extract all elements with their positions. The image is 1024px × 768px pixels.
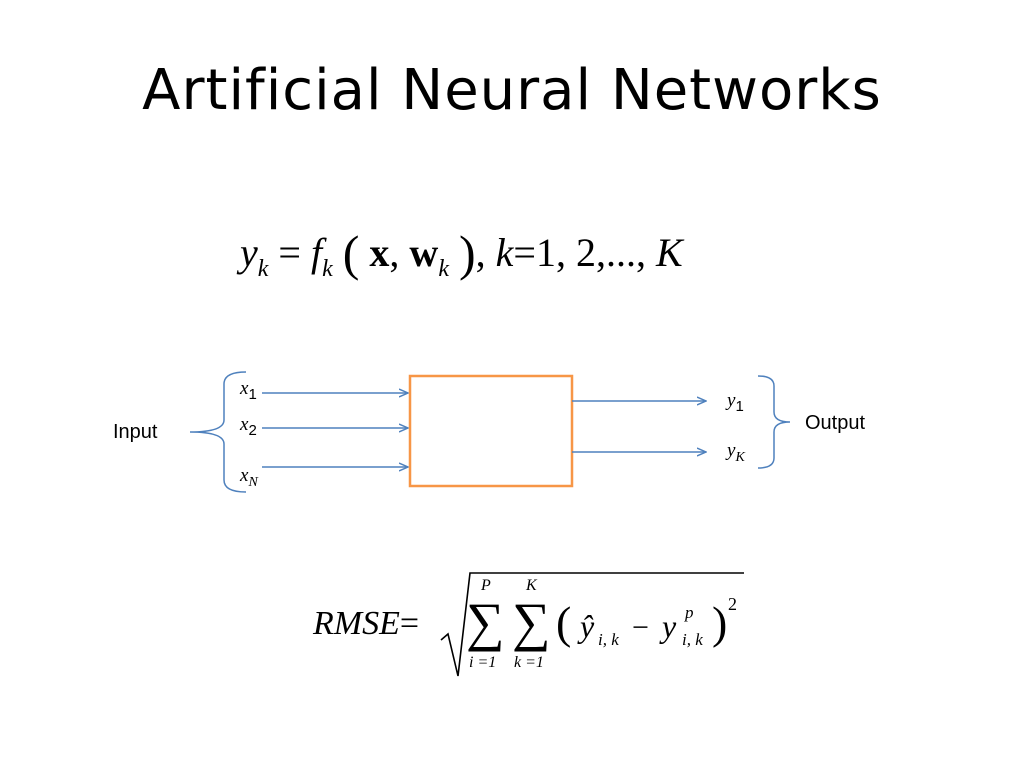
sum-1-symbol: ∑ [466, 592, 505, 652]
input-var-n-sub: N [248, 475, 258, 490]
input-label: Input [113, 421, 158, 443]
rmse-equals: = [399, 605, 420, 642]
output-var-k: yK [727, 440, 745, 466]
input-var-2-sub: 2 [248, 422, 257, 439]
eq1-weight-sub: k [438, 256, 449, 282]
sum-1-lower: i =1 [469, 654, 496, 671]
rmse-minus: − [632, 611, 649, 644]
input-var-1-symbol: x [240, 378, 249, 399]
eq1-function-sub: k [322, 256, 333, 282]
input-var-2-symbol: x [240, 414, 249, 435]
eq1-index-var: k [495, 230, 514, 275]
eq1-output-sub: k [257, 256, 269, 282]
input-var-n-symbol: x [240, 465, 249, 486]
eq1-equals: = [278, 230, 301, 275]
eq1-close-paren: ) [458, 225, 476, 281]
slide-title: Artificial Neural Networks [142, 58, 882, 123]
model-equation: yk = fk ( x, wk ), k=1, 2,..., K [240, 228, 683, 281]
input-var-1: x1 [240, 378, 257, 403]
sum-2-upper: K [525, 577, 538, 594]
rmse-term-estimate-sub: i, k [598, 630, 619, 649]
rmse-close-paren: ) [712, 597, 727, 648]
rmse-term-target-sup: p [684, 603, 694, 622]
output-label: Output [805, 412, 866, 434]
rmse-symbol: RMSE [313, 605, 400, 642]
rmse-exponent: 2 [728, 594, 737, 614]
eq1-output-var: y [240, 230, 258, 275]
rmse-term-estimate: ŷ [577, 608, 595, 644]
eq1-weight-vector: w [409, 230, 439, 275]
eq1-comma: , [389, 230, 400, 275]
sum-2-lower: k =1 [514, 654, 544, 671]
rmse-term-target: y [659, 608, 677, 644]
rmse-term-target-sub: i, k [682, 630, 703, 649]
eq1-index-upper: K [655, 230, 683, 275]
sum-2-symbol: ∑ [512, 592, 551, 652]
input-brace [189, 371, 247, 493]
output-var-k-symbol: y [727, 440, 736, 461]
rmse-lhs: RMSE= [313, 605, 419, 643]
network-box [408, 374, 574, 488]
output-var-1-symbol: y [727, 390, 736, 411]
eq1-input-vector: x [369, 230, 390, 275]
output-var-1: y1 [727, 390, 744, 415]
output-var-1-sub: 1 [735, 398, 744, 415]
eq1-comma-2: , [475, 230, 486, 275]
output-brace [757, 375, 791, 469]
eq1-open-paren: ( [342, 225, 360, 281]
sqrt-sign [440, 572, 744, 677]
eq1-function: f [310, 230, 323, 275]
input-var-2: x2 [240, 414, 257, 439]
rmse-open-paren: ( [556, 597, 571, 648]
eq1-index-range: =1, 2,..., [513, 230, 656, 275]
input-var-1-sub: 1 [248, 386, 257, 403]
output-var-k-sub: K [735, 450, 745, 465]
input-var-n: xN [240, 465, 258, 491]
sum-1-upper: P [480, 577, 491, 594]
